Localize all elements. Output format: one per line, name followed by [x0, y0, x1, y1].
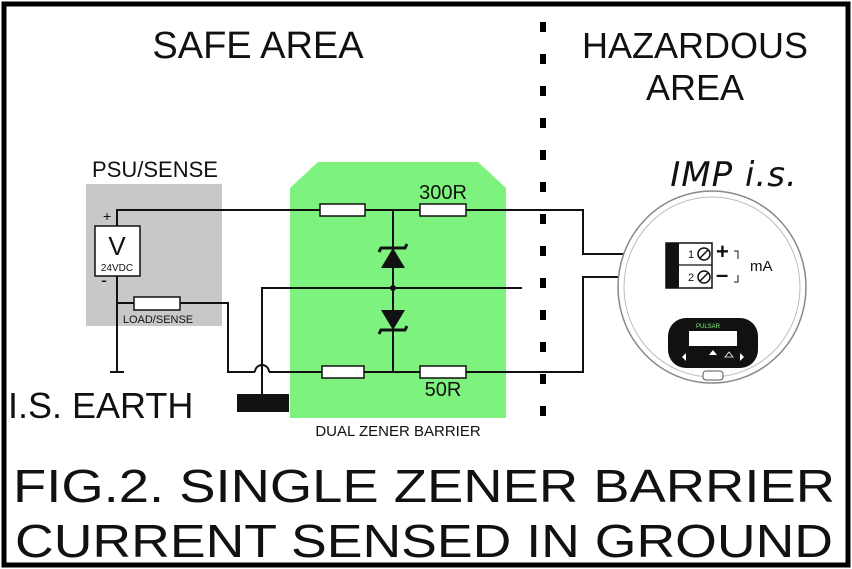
wire-earth-rail [261, 287, 522, 396]
transmitter-cable-gland [702, 370, 724, 381]
terminal-1-label: 1 [688, 249, 694, 261]
hazardous-area-title-line1: HAZARDOUS [582, 25, 808, 66]
caption-line-1: FIG.2. SINGLE ZENER BARRIER [13, 460, 835, 512]
zener-junction-dot [390, 285, 396, 291]
display-up-button-icon [709, 350, 717, 355]
terminal-block-clamp [666, 243, 679, 288]
is-earth-bar [237, 394, 289, 412]
wire-load-to-bottom [180, 302, 255, 373]
hazardous-area-title-line2: AREA [646, 67, 744, 108]
barrier-label: DUAL ZENER BARRIER [315, 423, 480, 440]
terminal-bracket-top [734, 250, 739, 259]
resistor-300r-label: 300R [419, 182, 467, 204]
psu-plus-sign: + [103, 208, 111, 224]
psu-label: PSU/SENSE [92, 157, 218, 182]
load-sense-label: LOAD/SENSE [123, 314, 193, 326]
psu-minus-sign: - [101, 270, 107, 290]
voltage-source [94, 225, 141, 277]
terminal-2-screw-slot [699, 272, 709, 282]
zener-barrier-body [290, 162, 506, 418]
voltage-rating: 24VDC [101, 263, 133, 274]
display-down-button-icon [724, 351, 734, 358]
current-unit-label: mA [750, 258, 773, 275]
terminal-2-label: 2 [688, 272, 694, 284]
display-left-button-icon [682, 353, 686, 361]
caption-line-2: CURRENT SENSED IN GROUND [15, 515, 833, 567]
terminal-1-screw-slot [699, 249, 709, 259]
zener-diode-bottom [377, 310, 409, 335]
terminal-plus-sign: + [716, 239, 729, 264]
safe-area-title: SAFE AREA [152, 25, 364, 67]
display-brand: PULSAR [696, 324, 721, 330]
resistor-50r-label: 50R [425, 379, 462, 401]
resistor-300r [419, 203, 467, 217]
fuse-bottom [321, 365, 365, 379]
terminal-minus-sign: – [716, 262, 728, 287]
zener-diode-top [377, 243, 409, 268]
resistor-50r [419, 365, 467, 379]
fuse-top [319, 203, 366, 217]
transmitter-name: IMP i.s. [670, 155, 797, 195]
display-right-button-icon [740, 353, 744, 361]
terminal-bracket-bottom [734, 275, 739, 283]
is-earth-label: I.S. EARTH [8, 385, 193, 426]
display-screen [689, 331, 737, 346]
wire-psu-plus [116, 209, 320, 226]
voltage-symbol: V [108, 231, 126, 261]
load-sense-resistor [133, 296, 181, 311]
